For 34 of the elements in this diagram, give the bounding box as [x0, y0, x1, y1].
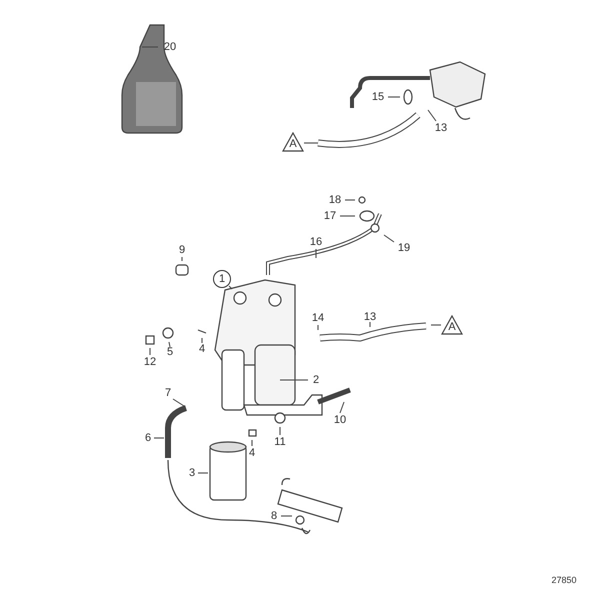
leader-line [388, 96, 400, 98]
leader-line [198, 472, 208, 474]
callout-number: 18 [328, 194, 342, 206]
leader-line [142, 46, 158, 48]
callout-number: 19 [398, 242, 410, 254]
callout-number: 6 [144, 432, 152, 444]
callout-number: 20 [164, 41, 176, 53]
callout-number: 4 [198, 343, 206, 355]
callout-number: 17 [324, 210, 336, 222]
callout-number: 9 [178, 244, 186, 256]
leader-line [304, 142, 318, 144]
callout-number: 8 [270, 510, 278, 522]
callout-number: 13 [364, 311, 376, 323]
leader-line [228, 286, 232, 290]
leader-line [172, 398, 184, 406]
callout-number: 16 [310, 236, 322, 248]
callout-number: 2 [312, 374, 320, 386]
callout-number: 5 [166, 346, 174, 358]
callout-number: 1 [213, 270, 231, 288]
callout-number: 14 [312, 312, 324, 324]
callout-number: 11 [274, 436, 286, 448]
callout-number: 7 [164, 387, 172, 399]
leader-line [430, 324, 442, 326]
leader-line [168, 342, 170, 348]
leader-line [428, 110, 436, 122]
callout-number: 12 [144, 356, 156, 368]
drawing-number: 27850 [551, 574, 577, 586]
callout-number: 10 [334, 414, 346, 426]
leader-line [340, 402, 344, 414]
callout-number: 3 [188, 467, 196, 479]
leader-line [384, 234, 394, 242]
callout-number: 13 [434, 122, 448, 134]
callout-number: 4 [248, 447, 256, 459]
callout-number: 15 [372, 91, 384, 103]
